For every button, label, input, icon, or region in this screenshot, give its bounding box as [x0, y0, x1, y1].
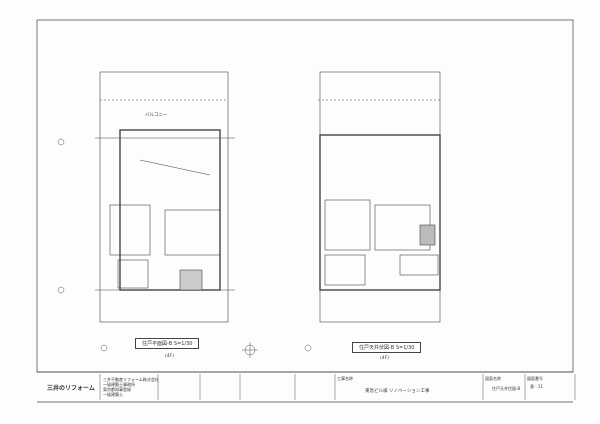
drawing-label: 図面名称 [485, 376, 501, 381]
plan-caption-left: 住戸平面図-B S=1/30 [135, 338, 200, 349]
number-label: 図面番号 [527, 376, 543, 381]
drawing-number: 意 - 11 [530, 384, 544, 389]
company-line: 一級建築士 [103, 392, 123, 397]
sheet-border [36, 19, 574, 373]
plan-sub-left: (4F) [165, 354, 174, 359]
grid-markers [57, 138, 312, 358]
company-line: 一級建築士事務所 [103, 382, 135, 387]
company-line: 三井不動産リフォーム株式会社 [103, 377, 159, 382]
plan-sub-right: (4F) [380, 356, 389, 361]
ceiling-plan-right [318, 71, 442, 323]
company-logo: 三井のリフォーム [47, 385, 95, 392]
title-block-dividers [99, 374, 576, 400]
company-line: 東京都知事登録 [103, 387, 131, 392]
floor-plan-left [95, 71, 235, 323]
plan-caption-right: 住戸天井伏図-B S=1/30 [352, 342, 422, 353]
drawing-name: 住戸天井伏図-B [492, 386, 521, 391]
project-label: 工事名称 [337, 376, 353, 381]
balcony-label: バルコニー [145, 113, 168, 118]
project-name: 東急ビル様 リノベーション工事 [365, 389, 430, 394]
